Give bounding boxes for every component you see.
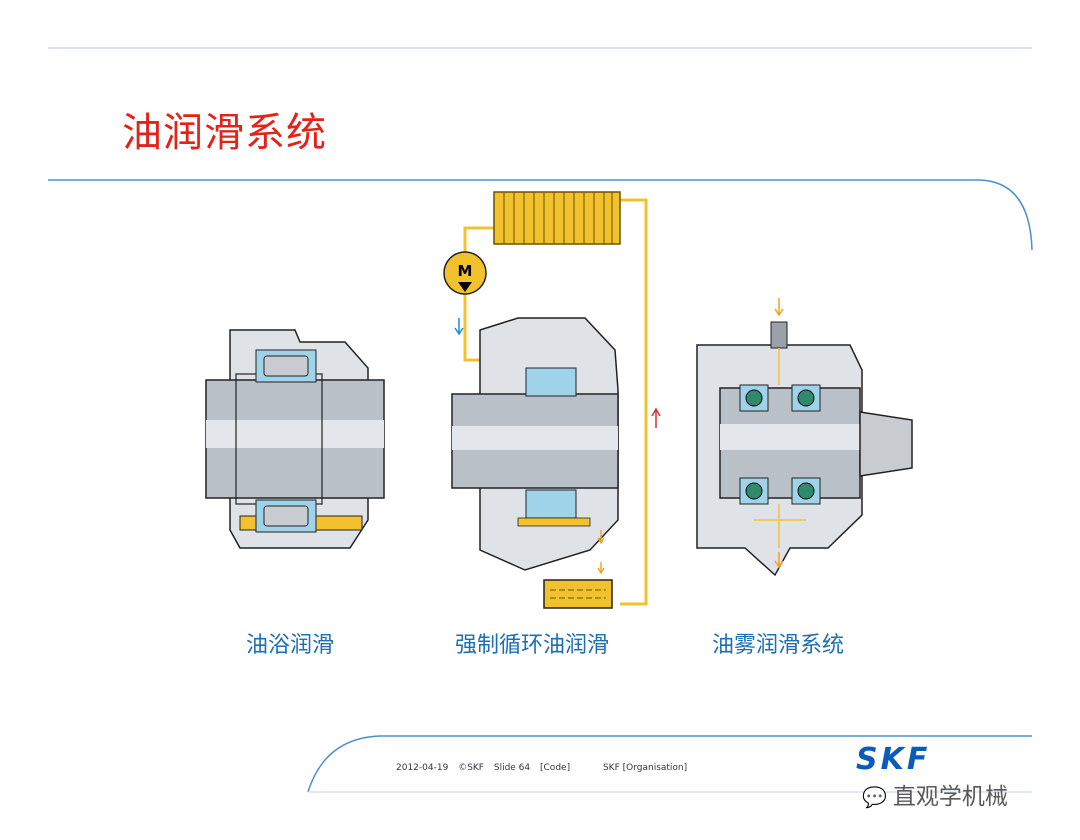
pump-motor-label: M xyxy=(458,262,473,280)
pump-motor xyxy=(443,251,487,295)
watermark-text: 直观学机械 xyxy=(892,784,1008,810)
skf-logo: SKF xyxy=(856,742,931,777)
ball-top-right xyxy=(797,389,815,407)
footer-copyright: ©SKF xyxy=(458,763,484,773)
blue-flow-arrow-icon xyxy=(454,318,464,336)
caption-forced-circulation: 强制循环油润滑 xyxy=(455,633,610,658)
header-curved-rule xyxy=(48,179,1033,251)
ball-bottom-right xyxy=(797,482,815,500)
cooler-fins xyxy=(503,192,613,244)
drip-arrow-icon xyxy=(597,530,605,575)
slide-title: 油润滑系统 xyxy=(122,110,327,156)
bearing-top xyxy=(525,367,577,397)
footer-date: 2012-04-19 xyxy=(396,763,449,773)
bearing-top-roller xyxy=(263,355,309,377)
tapered-spindle-end xyxy=(859,411,913,477)
mist-inlet-fitting xyxy=(770,321,788,349)
footer-info: 2012-04-19 ©SKF Slide 64 [Code] SKF [Org… xyxy=(396,763,694,773)
wechat-watermark: 💬直观学机械 xyxy=(862,777,1008,811)
mist-in-arrow-icon xyxy=(774,298,784,317)
ball-bottom-left xyxy=(745,482,763,500)
pump-arrow-icon xyxy=(458,282,472,292)
shaft-highlight xyxy=(452,426,618,450)
caption-oil-bath: 油浴润滑 xyxy=(246,633,335,658)
footer-curved-rule xyxy=(307,735,1032,793)
mist-channel xyxy=(754,348,806,548)
bearing-bottom-roller xyxy=(263,505,309,527)
caption-oil-mist: 油雾润滑系统 xyxy=(712,633,845,658)
oil-return-channel xyxy=(517,517,591,527)
ball-top-left xyxy=(745,389,763,407)
red-flow-arrow-icon xyxy=(651,407,661,428)
shaft-highlight xyxy=(720,424,860,450)
oil-cooler xyxy=(493,191,621,245)
mist-out-arrow-icon xyxy=(774,552,784,569)
footer-slide: Slide 64 xyxy=(493,763,531,773)
wechat-icon: 💬 xyxy=(862,785,887,809)
reservoir-waves xyxy=(550,589,606,599)
footer-org: SKF [Organisation] xyxy=(602,763,688,773)
footer-code: [Code] xyxy=(540,763,571,773)
oil-reservoir xyxy=(543,579,613,609)
